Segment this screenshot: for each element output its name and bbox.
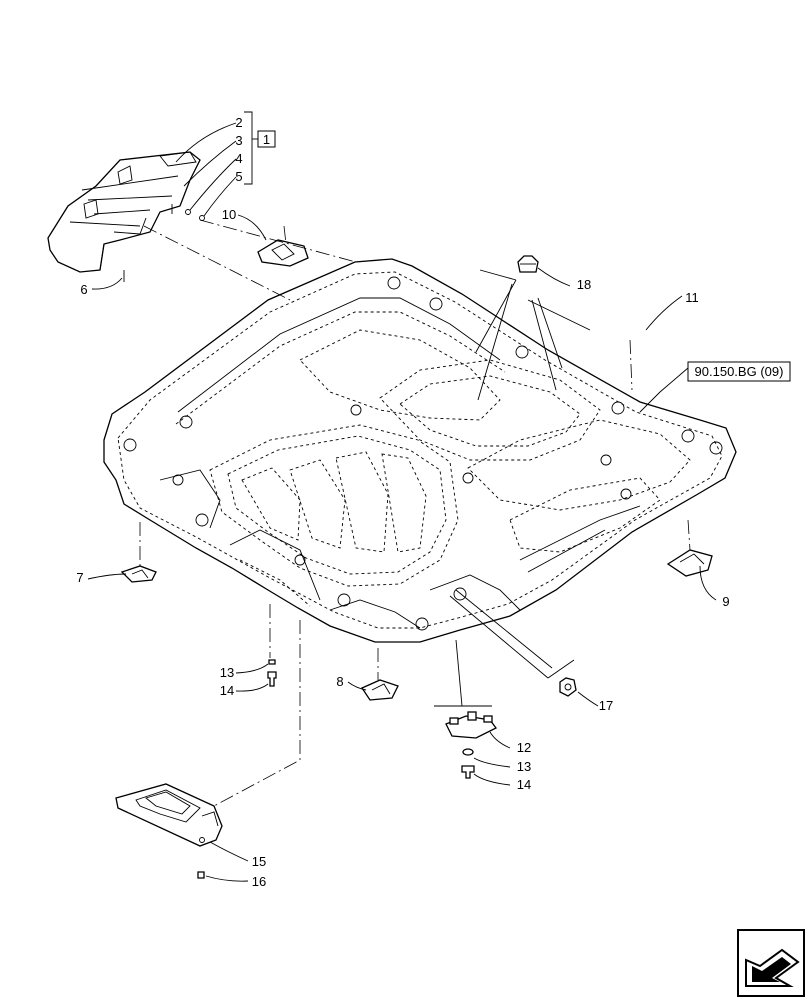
- plate-12: [445, 711, 497, 739]
- callout-3: 3: [235, 133, 242, 148]
- callout-2: 2: [235, 115, 242, 130]
- center-lines: [139, 219, 691, 807]
- pad-9: [666, 549, 713, 577]
- pointer-lines: [434, 269, 591, 707]
- callout-8: 8: [336, 674, 343, 689]
- duct-assembly: [47, 151, 201, 273]
- callout-labels: 1 2 3 4 5 6 7 8 9 10 11 12 13 14 13 14 1…: [76, 115, 729, 889]
- callout-18: 18: [577, 277, 591, 292]
- washer-13-left: [268, 659, 276, 665]
- bracket-15: [115, 783, 223, 847]
- reference-box: [687, 361, 791, 382]
- callout-5: 5: [235, 169, 242, 184]
- callout-6: 6: [80, 282, 87, 297]
- callout-14-right: 14: [517, 777, 531, 792]
- callout-13-right: 13: [517, 759, 531, 774]
- washer-13: [462, 748, 474, 756]
- bolt-14-left: [267, 671, 277, 687]
- callout-10: 10: [222, 207, 236, 222]
- callout-1: 1: [263, 132, 270, 147]
- callout-14-left: 14: [220, 683, 234, 698]
- callout-4: 4: [235, 151, 242, 166]
- next-page-arrow-icon[interactable]: [737, 929, 805, 997]
- pad-8: [361, 679, 399, 701]
- reference-label: 90.150.BG (09): [695, 364, 784, 379]
- pad-10: [257, 239, 309, 267]
- callout-1-box: [257, 130, 276, 148]
- callout-12: 12: [517, 740, 531, 755]
- callout-11: 11: [685, 290, 699, 305]
- roof-panel: [103, 258, 737, 643]
- callout-16: 16: [252, 874, 266, 889]
- plug-18: [517, 255, 539, 273]
- leader-lines: [87, 111, 717, 882]
- pad-7: [120, 565, 157, 583]
- nut-17: [559, 677, 577, 697]
- callout-9: 9: [722, 594, 729, 609]
- callout-13-left: 13: [220, 665, 234, 680]
- fastener-16: [197, 871, 205, 879]
- bolt-14: [461, 765, 475, 779]
- fastener-set: [123, 204, 205, 282]
- callout-15: 15: [252, 854, 266, 869]
- callout-17: 17: [599, 698, 613, 713]
- callout-7: 7: [76, 570, 83, 585]
